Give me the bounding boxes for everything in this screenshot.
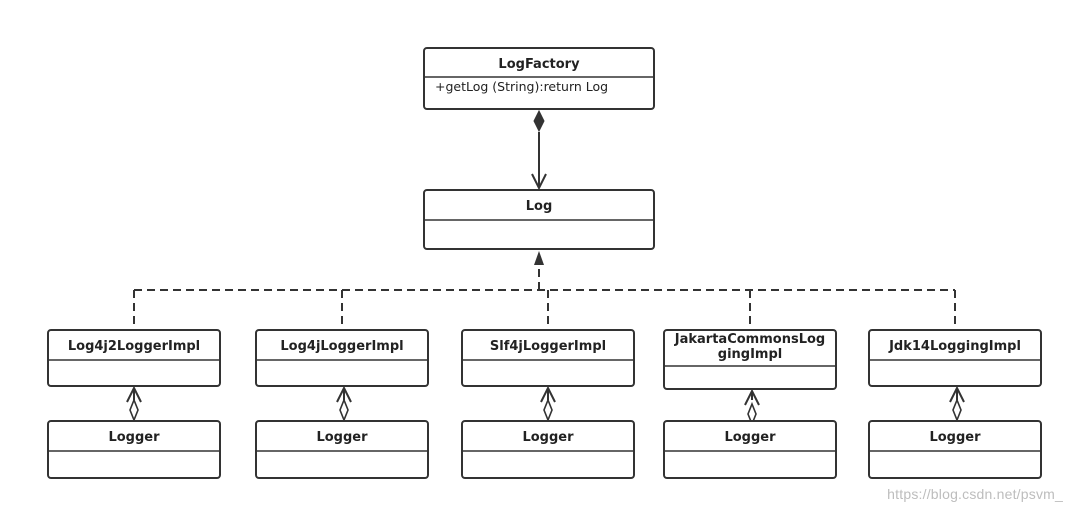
class-name: Logger [108, 430, 160, 445]
class-name: JakartaCommonsLog [674, 332, 825, 347]
class-logger: Logger [868, 420, 1042, 479]
class-logger: Logger [461, 420, 635, 479]
hollow-diamond-icon [952, 397, 962, 423]
realization-arrowhead-icon [534, 251, 544, 265]
class-name: Log4j2LoggerImpl [68, 339, 200, 354]
hollow-diamond-icon [543, 397, 553, 423]
aggregation-link [543, 388, 553, 423]
class-impl: Log4j2LoggerImpl [47, 329, 221, 387]
class-logfactory: LogFactory +getLog (String):return Log [423, 47, 655, 110]
class-name: LogFactory [498, 57, 580, 72]
class-name: Log [526, 199, 553, 214]
aggregation-link [952, 388, 962, 423]
class-name: Slf4jLoggerImpl [490, 339, 606, 354]
class-logger: Logger [255, 420, 429, 479]
class-name: Logger [929, 430, 981, 445]
class-logger: Logger [47, 420, 221, 479]
class-name: Jdk14LoggingImpl [888, 339, 1021, 354]
class-name: Logger [522, 430, 574, 445]
class-name: Log4jLoggerImpl [280, 339, 403, 354]
class-method: +getLog (String):return Log [435, 79, 608, 94]
class-logger: Logger [663, 420, 837, 479]
class-log: Log [423, 189, 655, 250]
composition-link [533, 109, 545, 188]
class-name-line2: gingImpl [718, 347, 782, 362]
class-impl: Jdk14LoggingImpl [868, 329, 1042, 387]
class-impl: Slf4jLoggerImpl [461, 329, 635, 387]
watermark-text: https://blog.csdn.net/psvm_ [887, 486, 1063, 502]
class-impl: Log4jLoggerImpl [255, 329, 429, 387]
class-impl: JakartaCommonsLog gingImpl [663, 329, 837, 390]
class-name: Logger [316, 430, 368, 445]
filled-diamond-icon [533, 109, 545, 133]
hollow-diamond-icon [339, 397, 349, 423]
aggregation-link [339, 388, 349, 423]
aggregation-link [748, 391, 756, 427]
aggregation-links [129, 388, 962, 427]
hollow-diamond-icon [129, 397, 139, 423]
realization-links [133, 251, 956, 330]
aggregation-link [129, 388, 139, 423]
class-name: Logger [724, 430, 776, 445]
